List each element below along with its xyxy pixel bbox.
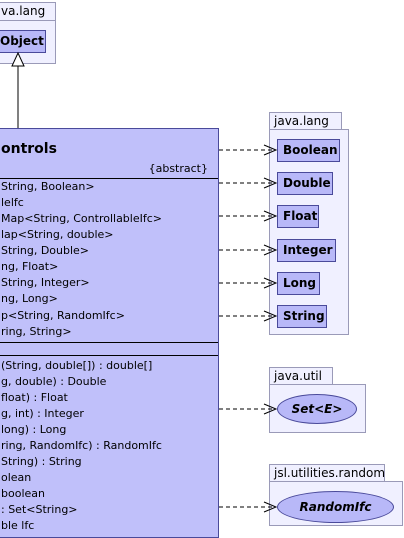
class-string-label: String [283, 309, 325, 323]
arrowhead-boolean [263, 144, 278, 156]
interface-set[interactable]: Set<E> [277, 394, 357, 424]
attribute-row: ng, Long> [1, 292, 58, 305]
main-class-title: ontrols [1, 141, 57, 157]
operation-row: olean [1, 471, 32, 484]
operation-row: g, double) : Double [1, 375, 107, 388]
operation-row: String) : String [1, 455, 82, 468]
operation-row: boolean [1, 487, 45, 500]
package-name-jsl-random: jsl.utilities.random [274, 466, 385, 480]
attribute-row: String, Integer> [1, 276, 90, 289]
arrowhead-set [263, 403, 278, 415]
package-name-java-lang: java.lang [274, 114, 329, 128]
package-name-java-util: java.util [274, 369, 322, 383]
class-object-label: Object [0, 34, 44, 48]
class-double[interactable]: Double [277, 172, 333, 195]
package-name-top: va.lang [1, 4, 46, 18]
arrowhead-long [263, 277, 278, 289]
class-object[interactable]: Object [0, 30, 46, 53]
operation-row: ring, RandomIfc) : RandomIfc [1, 439, 162, 452]
attribute-row: ring, String> [1, 325, 72, 338]
connector-layer [11, 51, 278, 513]
attribute-row: p<String, RandomIfc> [1, 309, 125, 322]
class-integer-label: Integer [283, 243, 333, 257]
operation-row: g, int) : Integer [1, 407, 84, 420]
attribute-row: lap<String, double> [1, 228, 114, 241]
arrowhead-string [263, 310, 278, 322]
class-float-label: Float [283, 209, 318, 223]
class-boolean-label: Boolean [283, 143, 338, 157]
main-class-box[interactable]: ontrols {abstract} String, Boolean> lelf… [0, 128, 219, 538]
interface-set-label: Set<E> [291, 402, 343, 416]
package-tab-java-lang: java.lang [269, 112, 342, 130]
operation-row: float) : Float [1, 391, 68, 404]
class-float[interactable]: Float [277, 205, 319, 228]
arrowhead-integer [263, 244, 278, 256]
main-class-stereotype: {abstract} [148, 162, 208, 175]
class-long-label: Long [283, 276, 317, 290]
attributes-separator [0, 342, 218, 343]
operation-row: long) : Long [1, 423, 67, 436]
attribute-row: String, Double> [1, 244, 90, 257]
class-double-label: Double [283, 176, 331, 190]
arrowhead-float [263, 210, 278, 222]
interface-randomifc[interactable]: RandomIfc [277, 491, 394, 523]
class-integer[interactable]: Integer [277, 239, 336, 262]
package-body-java-lang [269, 129, 349, 335]
class-boolean[interactable]: Boolean [277, 139, 340, 162]
arrowhead-randomifc [263, 501, 278, 513]
class-string[interactable]: String [277, 305, 327, 328]
operations-separator [0, 355, 218, 356]
attribute-row: String, Boolean> [1, 180, 95, 193]
operation-row: (String, double[]) : double[] [1, 359, 153, 372]
arrowhead-double [263, 177, 278, 189]
interface-randomifc-label: RandomIfc [299, 500, 372, 514]
header-separator [0, 178, 218, 179]
attribute-row: lelfc [1, 196, 24, 209]
attribute-row: ng, Float> [1, 260, 59, 273]
class-long[interactable]: Long [277, 272, 320, 295]
package-tab-jsl-random: jsl.utilities.random [269, 464, 385, 482]
operation-row: : Set<String> [1, 503, 78, 516]
generalization-arrowhead [11, 51, 25, 67]
attribute-row: Map<String, ControllableIfc> [1, 212, 162, 225]
